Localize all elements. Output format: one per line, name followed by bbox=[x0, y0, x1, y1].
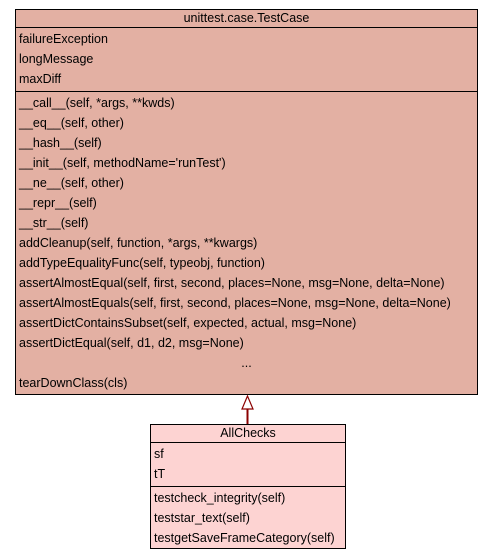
method: __init__(self, methodName='runTest') bbox=[19, 156, 226, 170]
method: __ne__(self, other) bbox=[19, 176, 124, 190]
attributes-section: failureException longMessage maxDiff bbox=[16, 28, 477, 92]
method: __str__(self) bbox=[19, 216, 89, 230]
class-box-testcase[interactable]: unittest.case.TestCase failureException … bbox=[15, 9, 478, 395]
method: teststar_text(self) bbox=[154, 511, 250, 525]
method: assertAlmostEquals(self, first, second, … bbox=[19, 296, 451, 310]
attribute: longMessage bbox=[19, 52, 94, 66]
attribute: tT bbox=[154, 467, 166, 481]
class-box-allchecks[interactable]: AllChecks sf tT testcheck_integrity(self… bbox=[150, 424, 346, 549]
method: __hash__(self) bbox=[19, 136, 102, 150]
method: assertDictEqual(self, d1, d2, msg=None) bbox=[19, 336, 244, 350]
method: __call__(self, *args, **kwds) bbox=[19, 96, 175, 110]
attribute: sf bbox=[154, 447, 164, 461]
method: assertAlmostEqual(self, first, second, p… bbox=[19, 276, 445, 290]
class-name: AllChecks bbox=[151, 425, 345, 443]
attribute: maxDiff bbox=[19, 72, 62, 86]
method: addTypeEqualityFunc(self, typeobj, funct… bbox=[19, 256, 265, 270]
method: testgetSaveFrameCategory(self) bbox=[154, 531, 335, 545]
method: assertDictContainsSubset(self, expected,… bbox=[19, 316, 357, 330]
method: __repr__(self) bbox=[19, 196, 97, 210]
method: addCleanup(self, function, *args, **kwar… bbox=[19, 236, 258, 250]
methods-section: testcheck_integrity(self) teststar_text(… bbox=[151, 487, 345, 550]
class-name: unittest.case.TestCase bbox=[16, 10, 477, 28]
ellipsis: ... bbox=[241, 356, 252, 370]
method: __eq__(self, other) bbox=[19, 116, 124, 130]
method: testcheck_integrity(self) bbox=[154, 491, 286, 505]
method: tearDownClass(cls) bbox=[19, 376, 128, 390]
methods-section: __call__(self, *args, **kwds) __eq__(sel… bbox=[16, 92, 477, 395]
attributes-section: sf tT bbox=[151, 443, 345, 487]
inheritance-arrowhead bbox=[241, 394, 254, 410]
attribute: failureException bbox=[19, 32, 108, 46]
